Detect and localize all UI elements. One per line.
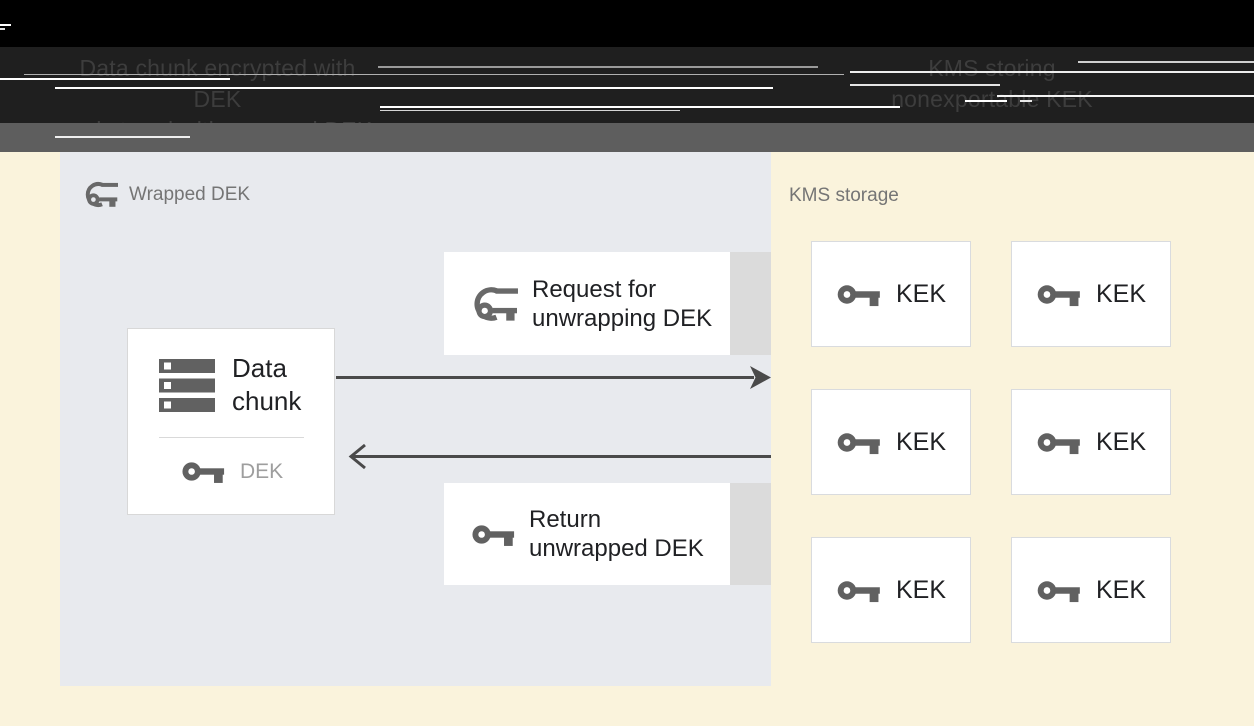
kek-box: KEK [811,537,971,643]
dek-row: DEK [182,459,283,484]
data-chunk-box: Data chunk DEK [127,328,335,515]
data-chunk-line2: chunk [232,386,302,416]
wrapped-dek-label-text: Wrapped DEK [129,183,251,205]
wrapped-key-icon [85,182,118,207]
key-icon [837,284,880,306]
key-icon [1037,432,1080,454]
gray-divider-bar [0,123,1254,152]
artifact-line [24,74,844,75]
kek-label: KEK [895,279,947,308]
key-icon [837,432,880,454]
data-chunk-title: Data chunk [232,352,301,418]
artifact-line [850,84,1000,86]
artifact-line [965,100,1007,102]
artifact-line [0,28,5,30]
key-icon [837,580,880,602]
request-line1: Request for [532,275,657,303]
artifact-line [1020,100,1032,102]
caption-right-line1: KMS storing [928,55,1056,81]
data-chunk-line1: Data [232,353,287,383]
request-unwrap-box: Request for unwrapping DEK [444,252,730,355]
return-box-shadow [730,483,771,585]
wrapped-dek-label: Wrapped DEK [84,178,250,211]
wrapped-key-icon [474,286,518,321]
artifact-line [997,95,1254,97]
request-line2: unwrapping DEK [532,304,713,332]
request-arrow [336,366,771,389]
key-icon [472,524,515,546]
artifact-line [55,87,773,89]
request-box-shadow [730,252,771,355]
kek-box: KEK [811,389,971,495]
artifact-line [55,136,190,138]
artifact-line [0,24,11,26]
data-stack-icon [159,359,215,412]
kms-storage-label: KMS storage [789,185,899,206]
header-dark-band: Data chunk encrypted with DEK and stored… [0,0,1254,143]
artifact-line [380,110,680,111]
return-line1: Return [529,506,602,533]
divider [159,437,304,438]
return-text: Return unwrapped DEK [529,505,704,563]
artifact-line [1078,61,1254,63]
kek-label: KEK [895,427,947,456]
kek-label: KEK [1095,575,1147,604]
return-arrow [348,443,771,470]
kek-label: KEK [1095,279,1147,308]
wrapped-dek-panel: Wrapped DEK Data chunk [60,152,771,686]
return-content: Return unwrapped DEK [472,483,704,585]
arrows-layer [336,366,771,470]
key-icon [1037,580,1080,602]
artifact-line [378,66,818,68]
key-icon [182,462,225,483]
caption-right-line2: nonexportable KEK [891,86,1093,112]
kek-box: KEK [1011,241,1171,347]
kek-box: KEK [1011,389,1171,495]
kek-label: KEK [895,575,947,604]
header-black-strip [0,0,1254,47]
artifact-line [850,71,1254,73]
caption-left-line1: Data chunk encrypted with DEK [79,55,356,112]
return-line2: unwrapped DEK [529,535,704,562]
return-unwrap-box: Return unwrapped DEK [444,483,730,585]
kek-box: KEK [1011,537,1171,643]
caption-kms: KMS storing nonexportable KEK [842,53,1142,115]
key-icon [1037,284,1080,306]
kek-label: KEK [1095,427,1147,456]
artifact-line [380,106,900,108]
request-content: Request for unwrapping DEK [472,252,712,355]
dek-label: DEK [240,459,284,483]
kek-box: KEK [811,241,971,347]
request-text: Request for unwrapping DEK [532,275,712,333]
artifact-line [0,78,230,80]
